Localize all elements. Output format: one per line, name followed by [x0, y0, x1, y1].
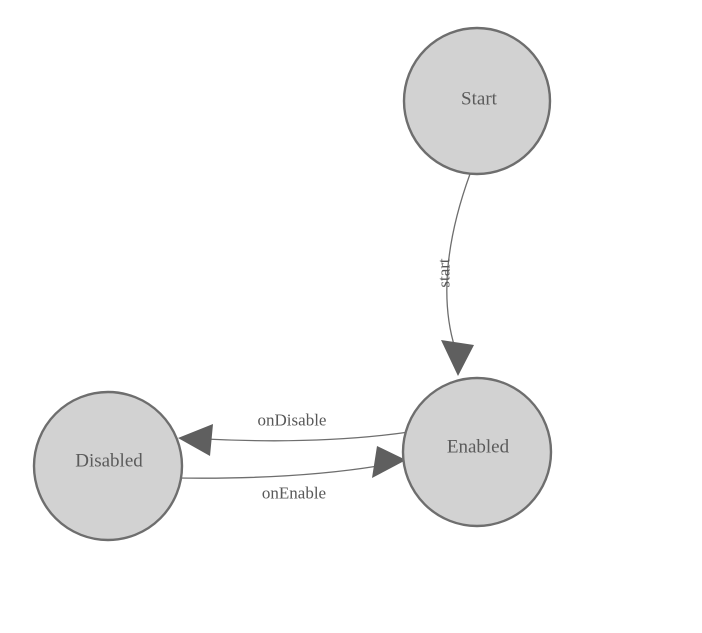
state-node-disabled-label: Disabled	[75, 451, 143, 472]
edge-enabled-to-disabled-arrowhead	[178, 424, 213, 456]
state-node-start[interactable]: Start	[402, 26, 552, 176]
edge-disabled-to-enabled-path	[175, 465, 379, 479]
state-node-start-label: Start	[461, 89, 498, 110]
edge-disabled-to-enabled-arrowhead	[372, 446, 406, 478]
edge-start-to-enabled-path	[446, 173, 471, 349]
edge-enabled-to-disabled-label: onDisable	[258, 411, 327, 430]
edge-enabled-to-disabled-path	[204, 431, 410, 442]
state-node-disabled-circle	[32, 390, 184, 542]
edge-disabled-to-enabled-label: onEnable	[262, 484, 326, 503]
state-node-start-circle	[402, 26, 552, 176]
edge-enabled-to-disabled[interactable]: onDisable	[178, 411, 410, 457]
edge-disabled-to-enabled[interactable]: onEnable	[175, 446, 406, 503]
state-node-enabled[interactable]: Enabled	[401, 376, 553, 528]
state-node-enabled-label: Enabled	[447, 437, 510, 458]
edge-start-to-enabled[interactable]: start	[435, 173, 475, 376]
state-node-disabled[interactable]: Disabled	[32, 390, 184, 542]
edge-start-to-enabled-arrowhead	[441, 340, 474, 376]
edge-start-to-enabled-label: start	[435, 258, 454, 288]
state-node-enabled-circle	[401, 376, 553, 528]
